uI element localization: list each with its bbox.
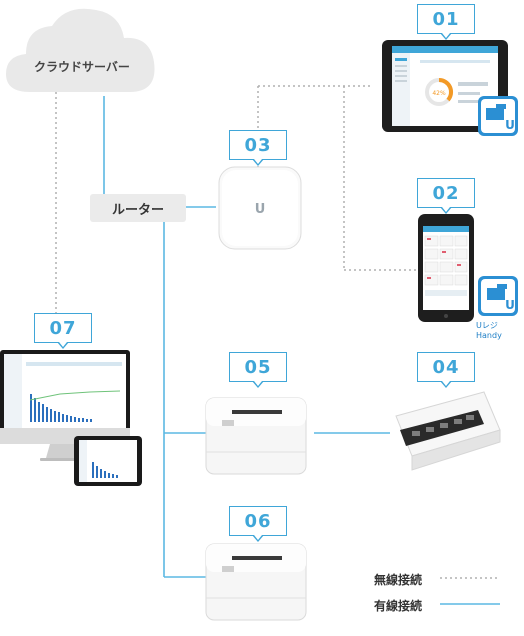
badge-07: 07: [34, 313, 92, 349]
svg-text:U: U: [255, 202, 266, 217]
badge-06: 06: [229, 506, 287, 542]
svg-text:U: U: [505, 118, 515, 132]
badge-05: 05: [229, 352, 287, 388]
legend-wireless-label: 無線接続: [374, 573, 423, 587]
uregi-handy-app-icon: U: [478, 276, 518, 316]
tablet-report-icon: [74, 436, 142, 486]
access-point-icon: U: [218, 166, 302, 250]
badge-04: 04: [417, 352, 475, 388]
tablet-device-icon: [382, 40, 508, 132]
router-node: ルーター: [90, 194, 186, 222]
uregi-handy-caption: Uレジ Handy: [476, 321, 502, 340]
badge-03: 03: [229, 130, 287, 166]
receipt-printer-icon-2: [205, 543, 307, 621]
badge-02: 02: [417, 178, 475, 214]
legend-wired-label: 有線接続: [374, 599, 423, 613]
receipt-printer-icon: [205, 397, 307, 475]
uregi-app-icon: U: [478, 96, 518, 136]
tablet-percent-text: 42%: [432, 90, 446, 97]
smartphone-device-icon: [418, 214, 474, 322]
svg-text:U: U: [505, 298, 515, 312]
cash-drawer-icon: [395, 391, 501, 471]
badge-01: 01: [417, 4, 475, 40]
cloud-icon: [6, 8, 155, 92]
cloud-server-label: クラウドサーバー: [34, 60, 130, 74]
